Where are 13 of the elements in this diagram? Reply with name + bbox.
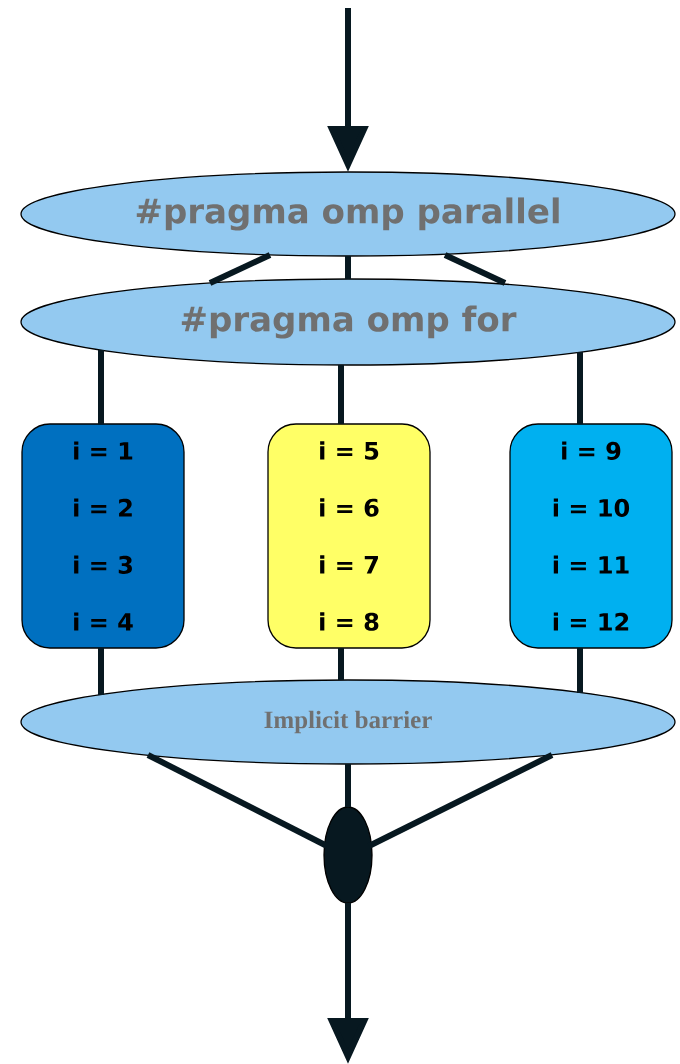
connector-line: [338, 365, 344, 424]
connector-line: [367, 752, 554, 849]
connector-line: [98, 648, 104, 695]
join-ellipse: [323, 806, 373, 904]
connector-line: [146, 752, 329, 849]
connector-line: [577, 648, 583, 693]
connector-line: [338, 648, 344, 680]
iteration-box: i = 5 i = 6 i = 7 i = 8: [267, 423, 431, 649]
connector-line: [577, 352, 583, 424]
connector-line: [98, 350, 104, 424]
iteration-box: i = 9 i = 10 i = 11 i = 12: [509, 423, 673, 649]
iteration-box: i = 1 i = 2 i = 3 i = 4: [21, 423, 185, 649]
connector-line: [345, 256, 351, 279]
